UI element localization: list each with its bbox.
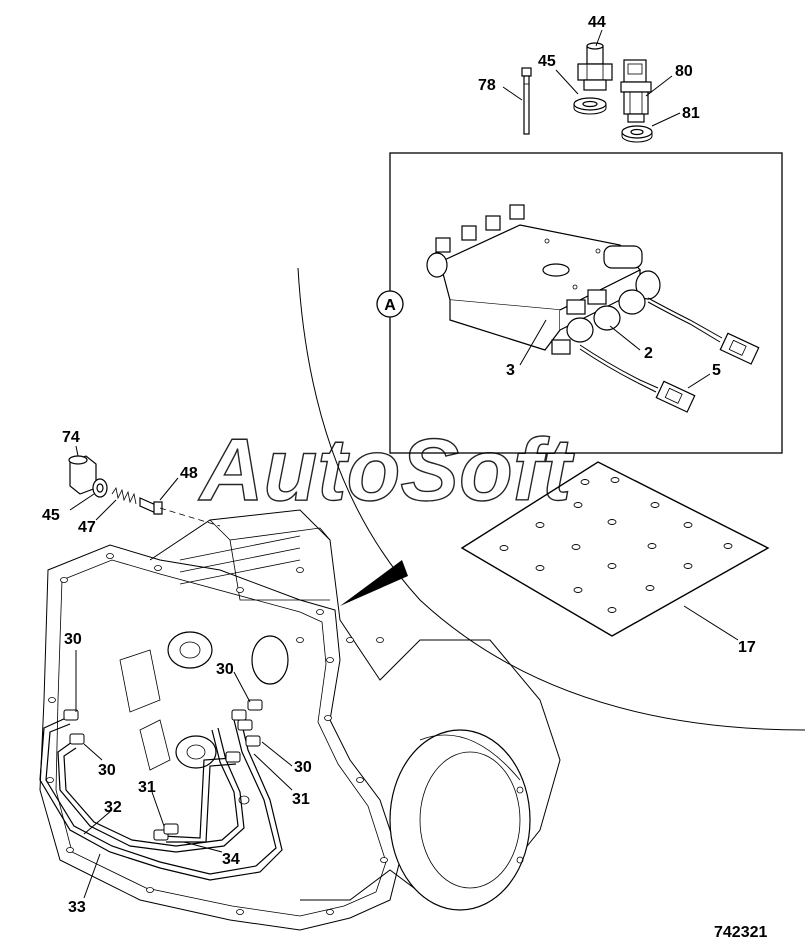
gasket-plate-17 — [460, 461, 770, 637]
callout-30-right-low: 30 — [294, 759, 312, 776]
plunger-48 — [139, 497, 163, 515]
callout-33: 33 — [68, 899, 86, 916]
watermark-text: AutoSoft — [198, 420, 575, 519]
callout-48: 48 — [180, 465, 198, 482]
callout-32: 32 — [104, 799, 122, 816]
detail-marker-a: A — [376, 290, 404, 318]
callout-5: 5 — [712, 362, 721, 379]
callout-labels: 44 45 78 80 81 3 2 5 74 48 45 47 17 30 3… — [42, 14, 756, 916]
callout-31-right: 31 — [292, 791, 310, 808]
callout-34: 34 — [222, 851, 240, 868]
washer-45-left — [92, 478, 108, 498]
spring-47 — [111, 486, 137, 505]
callout-3: 3 — [506, 362, 515, 379]
switch-44 — [577, 42, 613, 91]
callout-74: 74 — [62, 429, 80, 446]
bolt-78 — [521, 67, 532, 135]
callout-78: 78 — [478, 77, 496, 94]
transmission-housing — [39, 509, 561, 931]
solenoid-valve-block — [426, 204, 760, 413]
detail-marker-label: A — [384, 297, 396, 314]
hydraulic-pipes — [39, 699, 283, 881]
callout-30-left-top: 30 — [64, 631, 82, 648]
callout-2: 2 — [644, 345, 653, 362]
callout-17: 17 — [738, 639, 756, 656]
washer-45-top — [573, 97, 607, 115]
callout-44: 44 — [588, 14, 606, 31]
callout-81: 81 — [682, 105, 700, 122]
drawing-number: 742321 — [714, 924, 767, 941]
callout-47: 47 — [78, 519, 96, 536]
washer-81 — [621, 125, 653, 143]
leader-lines — [69, 29, 739, 899]
plug-74 — [68, 455, 97, 495]
callout-45-top: 45 — [538, 53, 556, 70]
callout-30-right-top: 30 — [216, 661, 234, 678]
detail-pointer-arrow — [340, 560, 408, 606]
callout-31-left: 31 — [138, 779, 156, 796]
callout-45-left: 45 — [42, 507, 60, 524]
callout-80: 80 — [675, 63, 693, 80]
callout-30-left-low: 30 — [98, 762, 116, 779]
sensor-80 — [620, 59, 652, 123]
detail-boundary-arc — [297, 267, 805, 731]
